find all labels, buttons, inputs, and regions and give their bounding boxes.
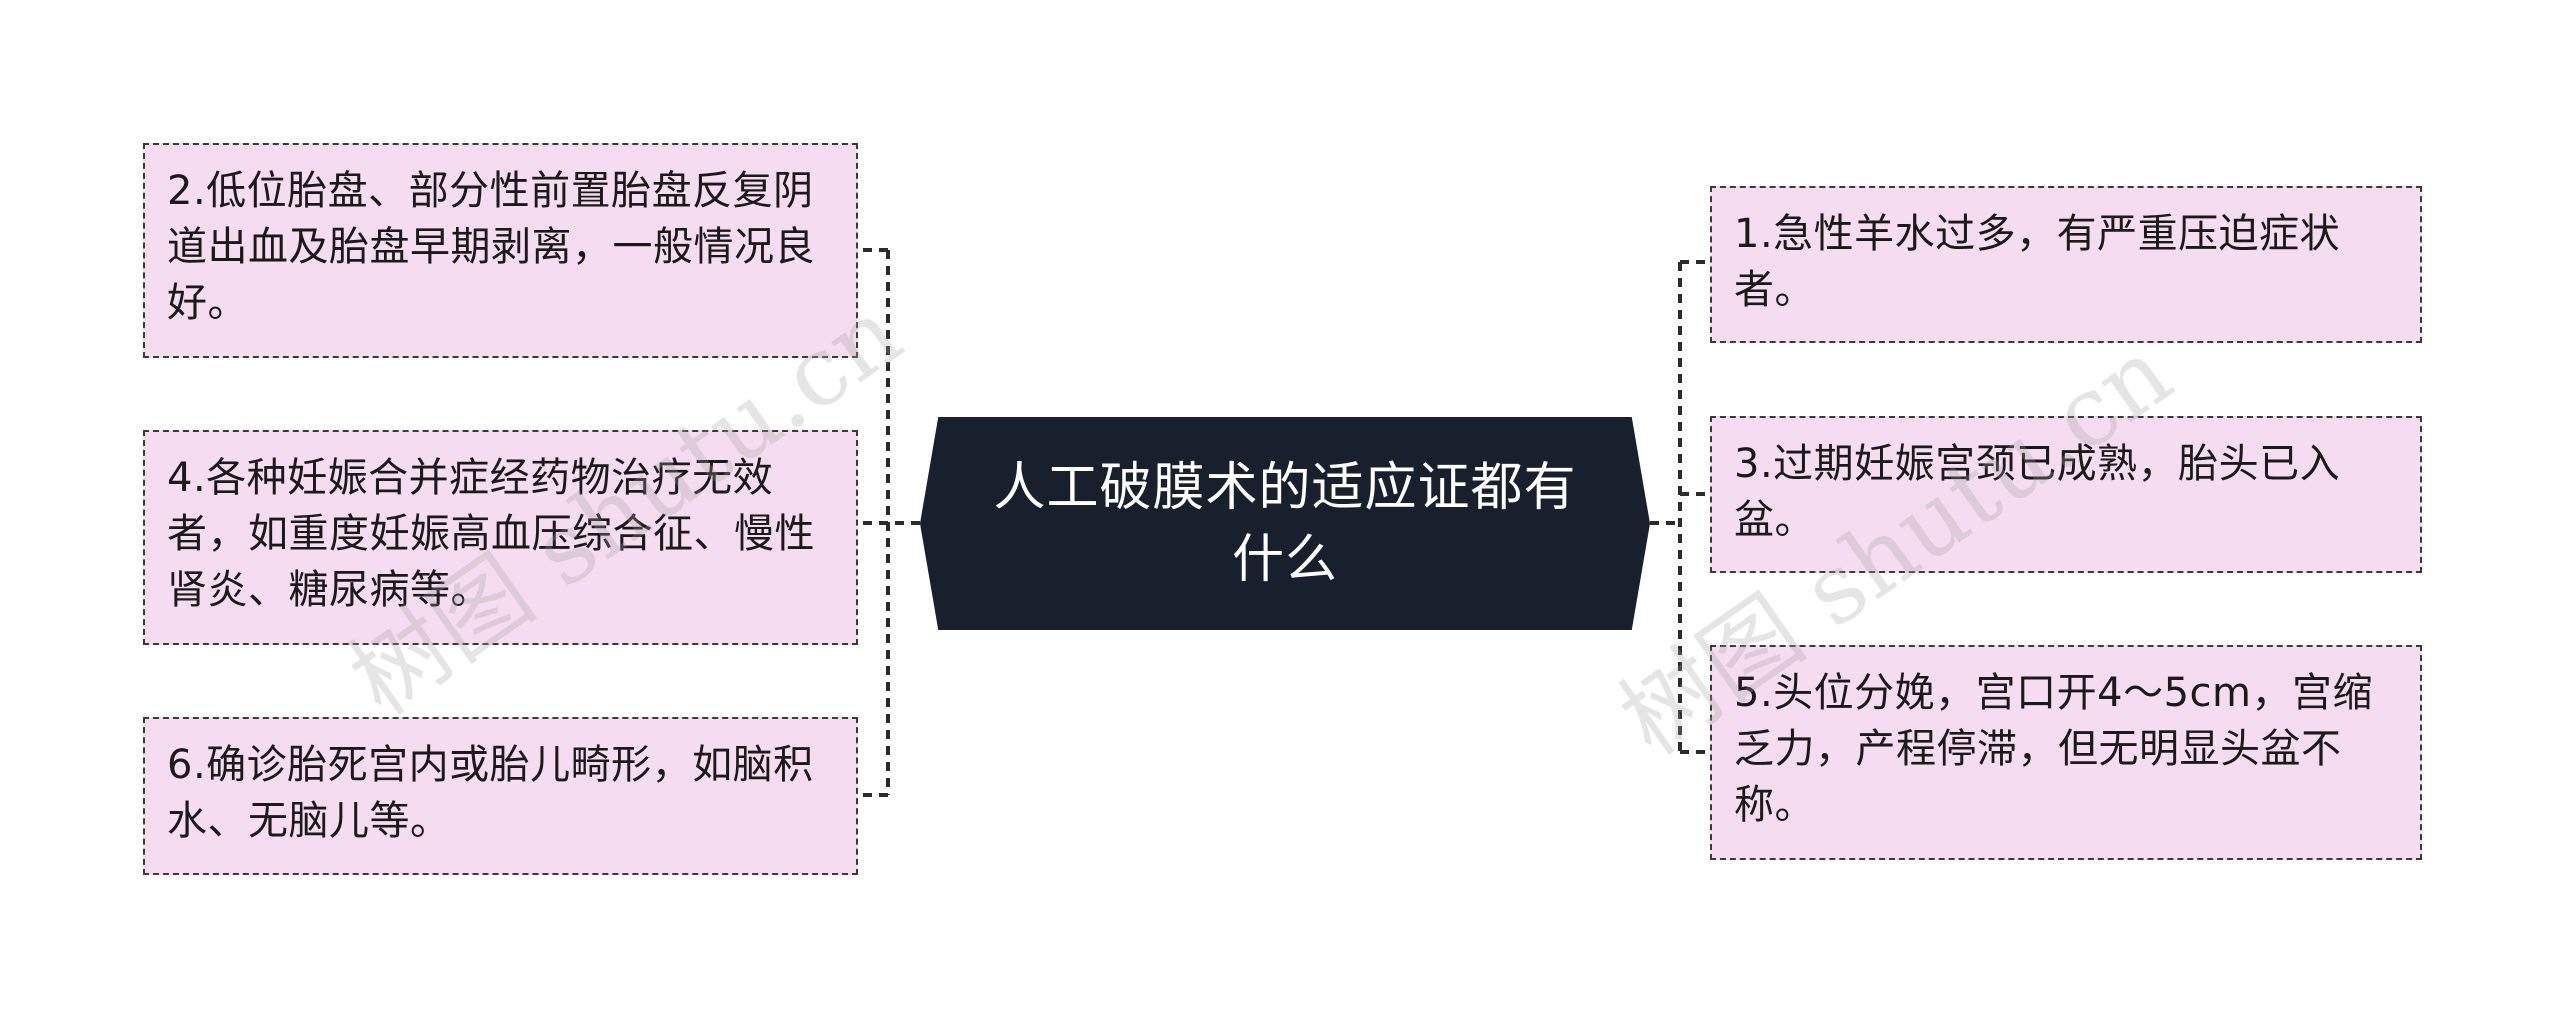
topic-node-1-label: 1.急性羊水过多，有严重压迫症状者。 <box>1734 211 2341 313</box>
topic-node-3-label: 3.过期妊娠宫颈已成熟，胎头已入盆。 <box>1734 441 2341 543</box>
topic-node-6-label: 6.确诊胎死宫内或胎儿畸形，如脑积水、无脑儿等。 <box>167 742 814 844</box>
topic-node-6[interactable]: 6.确诊胎死宫内或胎儿畸形，如脑积水、无脑儿等。 <box>143 717 858 875</box>
connector-right-trunk <box>1650 262 1682 752</box>
topic-node-4-label: 4.各种妊娠合并症经药物治疗无效者，如重度妊娠高血压综合征、慢性肾炎、糖尿病等。 <box>167 455 815 613</box>
topic-node-5-label: 5.头位分娩，宫口开4～5cm，宫缩乏力，产程停滞，但无明显头盆不称。 <box>1734 670 2374 828</box>
central-topic-label: 人工破膜术的适应证都有什么 <box>993 457 1577 590</box>
topic-node-3[interactable]: 3.过期妊娠宫颈已成熟，胎头已入盆。 <box>1710 416 2422 573</box>
connector-left-trunk <box>886 250 920 795</box>
topic-node-4[interactable]: 4.各种妊娠合并症经药物治疗无效者，如重度妊娠高血压综合征、慢性肾炎、糖尿病等。 <box>143 430 858 645</box>
topic-node-2-label: 2.低位胎盘、部分性前置胎盘反复阴道出血及胎盘早期剥离，一般情况良好。 <box>167 168 815 326</box>
topic-node-2[interactable]: 2.低位胎盘、部分性前置胎盘反复阴道出血及胎盘早期剥离，一般情况良好。 <box>143 143 858 358</box>
central-topic[interactable]: 人工破膜术的适应证都有什么 <box>920 417 1650 630</box>
topic-node-1[interactable]: 1.急性羊水过多，有严重压迫症状者。 <box>1710 186 2422 343</box>
topic-node-5[interactable]: 5.头位分娩，宫口开4～5cm，宫缩乏力，产程停滞，但无明显头盆不称。 <box>1710 645 2422 860</box>
